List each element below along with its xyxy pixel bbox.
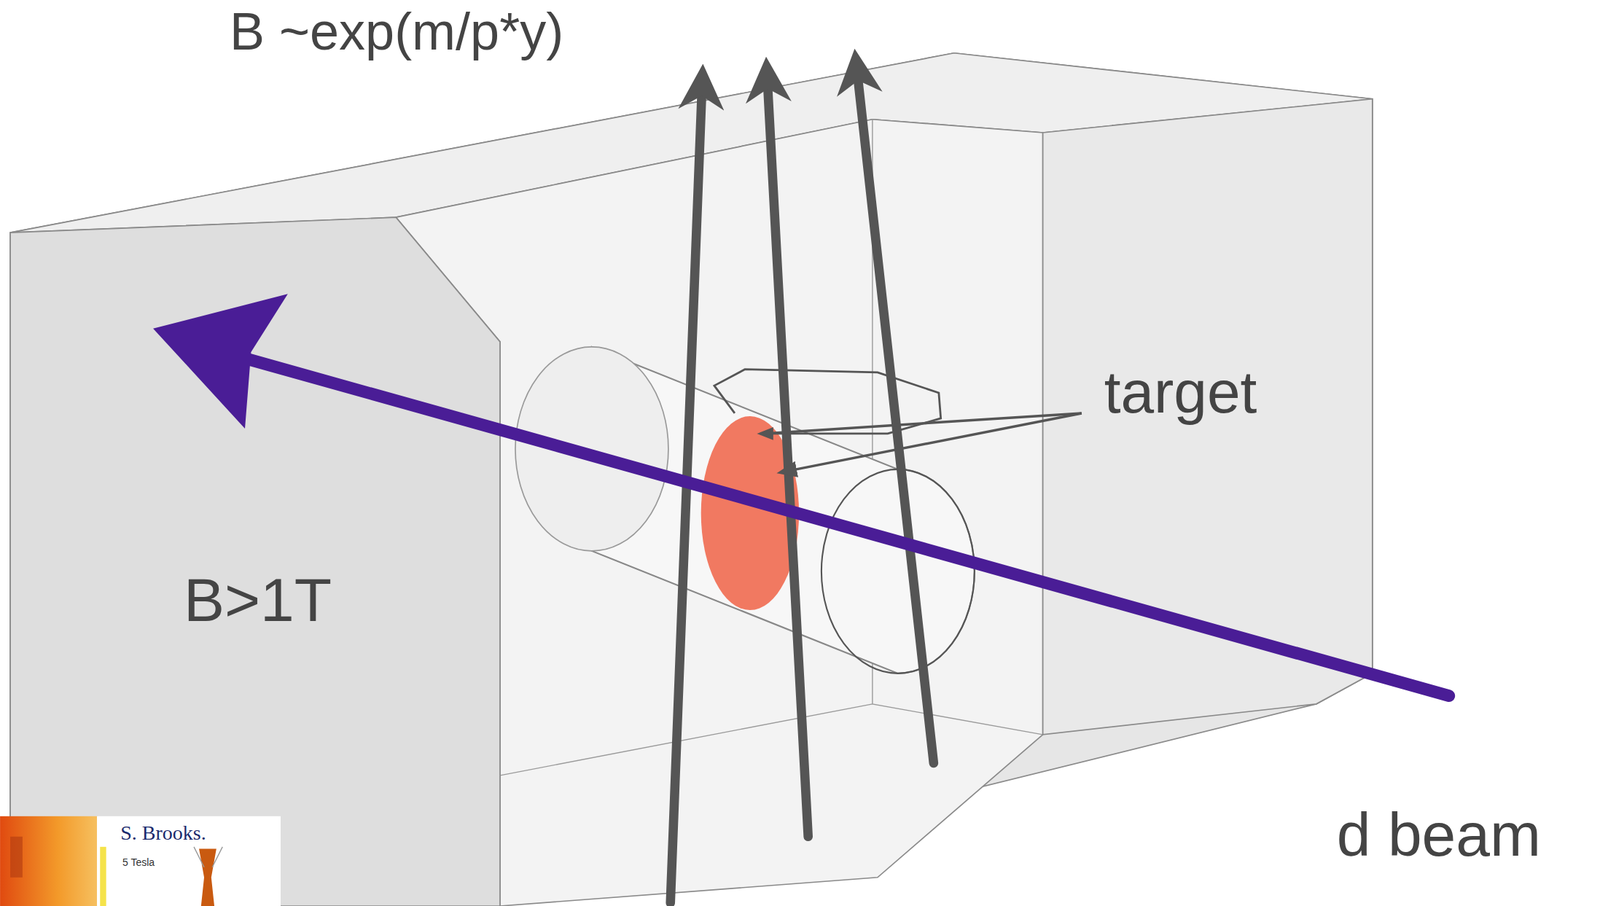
beam-arrow [204, 346, 1450, 697]
part-label: target [1104, 359, 1258, 425]
field-map [0, 816, 97, 906]
color-scale [99, 847, 106, 906]
field-plot [198, 849, 217, 906]
beam-arrowhead [153, 293, 288, 429]
leader-line [763, 413, 1082, 434]
formula-label: B ~exp(m/p*y) [229, 2, 564, 61]
gap-edge [500, 704, 873, 776]
scale-label: 5 Tesla [122, 857, 155, 869]
credit-label: S. Brooks. [120, 822, 206, 845]
magnet-pole [10, 217, 501, 906]
field-label: B>1T [183, 566, 332, 634]
cylinder-end [515, 346, 669, 552]
magnet-pole [1043, 99, 1373, 735]
field-map-detail [10, 836, 23, 878]
field-plot-lines [193, 847, 223, 868]
inset-ground [96, 816, 281, 906]
cylinder-end [821, 469, 975, 674]
beam-label: d beam [1336, 801, 1541, 869]
